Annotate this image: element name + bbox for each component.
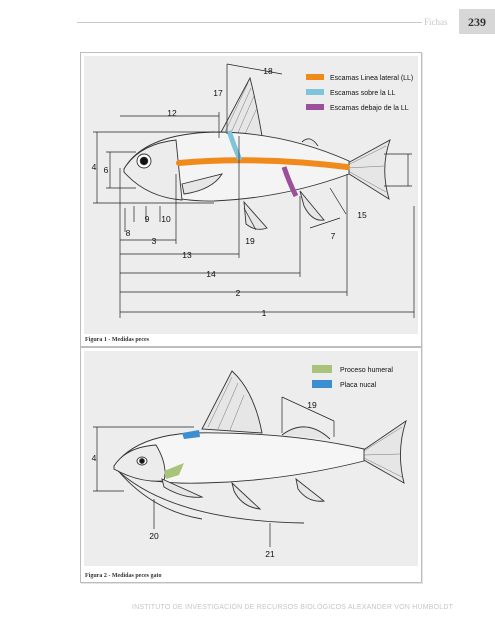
measure-label-6: 6 [104,165,109,175]
humeral-process [164,463,184,479]
fish-measurement-diagram: Escamas Linea lateral (LL) Escamas sobre… [92,63,415,318]
catfish-measure-label-20: 20 [149,531,159,541]
measure-label-13: 13 [182,250,192,260]
measure-label-8: 8 [126,228,131,238]
legend-swatch-below-ll [306,104,324,110]
measure-label-18: 18 [263,66,273,76]
running-header-section: Fichas [424,17,448,27]
legend-label-above-ll: Escamas sobre la LL [330,90,395,97]
measurement-lines [93,63,415,318]
measure-label-4: 4 [92,162,97,172]
page-number-tab: 239 [459,9,495,34]
legend-swatch-above-ll [306,89,324,95]
catfish-measurement-diagram: Proceso humeral Placa nucal [92,365,407,559]
measure-label-1: 1 [262,308,267,318]
figure-1-caption: Figura 1 - Medidas peces [85,337,149,343]
legend-label-lateral-line: Escamas Linea lateral (LL) [330,75,413,82]
measure-label-17: 17 [213,88,223,98]
measure-label-9: 9 [145,214,150,224]
measure-label-2: 2 [236,288,241,298]
lateral-line-scales [176,157,350,170]
legend-swatch-humeral [312,365,332,373]
figure-1: Escamas Linea lateral (LL) Escamas sobre… [80,52,422,347]
catfish-measurement-lines [93,396,335,547]
legend-swatch-lateral-line [306,74,324,80]
measure-label-7: 7 [331,231,336,241]
figure-1-illustration: Escamas Linea lateral (LL) Escamas sobre… [84,56,418,334]
catfish-measure-label-21: 21 [265,549,275,559]
legend-swatch-nucal [312,380,332,388]
catfish-measure-label-19: 19 [307,400,317,410]
catfish-measure-label-4: 4 [92,453,97,463]
measure-label-19: 19 [245,236,255,246]
below-ll-scales [281,166,299,198]
measure-label-14: 14 [206,269,216,279]
figure-2: Proceso humeral Placa nucal [80,347,422,583]
fish-illustration [123,76,391,230]
measure-label-12: 12 [167,108,177,118]
legend-label-below-ll: Escamas debajo de la LL [330,105,409,112]
figure-2-caption: Figura 2 - Medidas peces gato [85,573,162,579]
page-number: 239 [468,15,486,29]
legend-label-nucal: Placa nucal [340,382,377,389]
measure-label-10: 10 [161,214,171,224]
figure-2-illustration: Proceso humeral Placa nucal [84,351,418,566]
header-rule [77,22,422,23]
catfish-illustration [113,370,407,524]
nuchal-plate [182,430,200,439]
measure-label-3: 3 [152,236,157,246]
measure-label-15: 15 [357,210,367,220]
page-footer: INSTITUTO DE INVESTIGACIÓN DE RECURSOS B… [131,604,454,611]
legend-label-humeral: Proceso humeral [340,367,393,374]
